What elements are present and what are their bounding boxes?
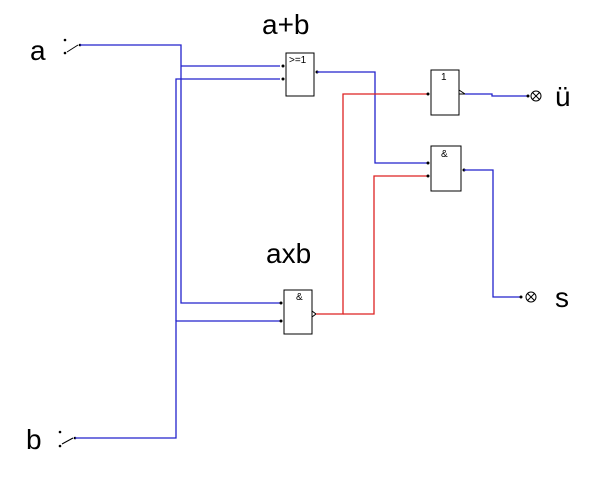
- or-gate-title: a+b: [262, 9, 310, 40]
- wire-input-a: [80, 44, 280, 304]
- not-gate-symbol: 1: [441, 72, 447, 83]
- input-a-label: a: [30, 35, 46, 66]
- or-gate[interactable]: >=1: [281, 52, 319, 97]
- switch-b-icon[interactable]: [58, 430, 77, 448]
- and-gate-title: axb: [266, 238, 311, 269]
- and-gate-top[interactable]: &: [426, 145, 466, 192]
- wire-input-b: [75, 78, 280, 439]
- switch-a-icon[interactable]: [63, 38, 82, 55]
- wire-and-top-output: [464, 169, 520, 298]
- and-gate-top-symbol: &: [441, 149, 448, 160]
- lamp-output-carry-icon: [526, 90, 542, 102]
- wire-and-output: [316, 93, 428, 315]
- and-gate-bottom[interactable]: &: [279, 289, 317, 335]
- wire-or-output: [317, 71, 428, 164]
- output-sum-label: s: [555, 282, 569, 313]
- lamp-output-sum-icon: [519, 291, 537, 303]
- wire-not-output: [465, 93, 528, 97]
- output-carry-label: ü: [555, 81, 571, 112]
- and-gate-bottom-symbol: &: [296, 292, 303, 303]
- not-gate[interactable]: 1: [426, 69, 467, 116]
- or-gate-symbol: >=1: [289, 55, 307, 66]
- input-b-label: b: [26, 424, 42, 455]
